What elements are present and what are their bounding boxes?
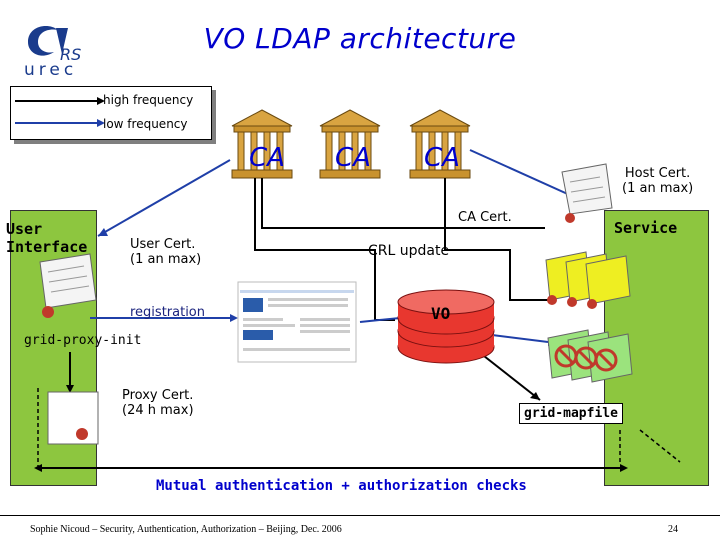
user-cert-arrow bbox=[97, 159, 231, 237]
green-cert-stack bbox=[547, 329, 633, 383]
registration-label: registration bbox=[130, 305, 206, 320]
vo-to-service-arrow bbox=[491, 334, 549, 343]
proxy-cert-icon bbox=[47, 391, 99, 445]
footer-text: Sophie Nicoud – Security, Authentication… bbox=[30, 524, 342, 535]
proxy-cert-label: Proxy Cert. (24 h max) bbox=[122, 388, 194, 419]
user-cert-line-1: User Cert. bbox=[130, 237, 196, 252]
slide-title: VO LDAP architecture bbox=[203, 22, 517, 55]
ca-to-service-line bbox=[261, 178, 545, 229]
legend-low-label: low frequency bbox=[103, 117, 188, 131]
host-cert-label: Host Cert. (1 an max) bbox=[622, 166, 694, 197]
ca-building-2 bbox=[319, 109, 381, 179]
user-cert-icon bbox=[39, 253, 97, 318]
proxy-cert-line-1: Proxy Cert. bbox=[122, 388, 194, 403]
registration-webpage bbox=[237, 281, 357, 363]
vo-label: VO bbox=[431, 304, 451, 323]
ca-label-2: CA bbox=[335, 143, 371, 173]
grid-mapfile-label: grid-mapfile bbox=[519, 403, 623, 424]
cnrs-logo: RS urec bbox=[18, 14, 88, 84]
footer-divider bbox=[0, 515, 720, 516]
yellow-cert-stack bbox=[545, 251, 631, 309]
crl-update-label: CRL update bbox=[368, 243, 450, 259]
user-cert-label: User Cert. (1 an max) bbox=[130, 237, 202, 268]
host-cert-icon bbox=[561, 163, 613, 223]
ca-cert-label: CA Cert. bbox=[458, 210, 512, 225]
logo-text: urec bbox=[24, 60, 78, 80]
ca-label-3: CA bbox=[424, 143, 460, 173]
host-cert-line-2: (1 an max) bbox=[622, 180, 694, 196]
grid-proxy-init-label: grid-proxy-init bbox=[24, 333, 142, 348]
ca-label-1: CA bbox=[249, 143, 285, 173]
legend: high frequency low frequency bbox=[10, 86, 212, 140]
user-interface-line-1: User bbox=[6, 220, 43, 238]
ca-building-3 bbox=[409, 109, 471, 179]
host-cert-line-1: Host Cert. bbox=[624, 166, 691, 181]
mutual-auth-caption: Mutual authentication + authorization ch… bbox=[156, 478, 527, 494]
proxy-cert-line-2: (24 h max) bbox=[122, 402, 194, 418]
user-cert-line-2: (1 an max) bbox=[130, 251, 202, 267]
ca-building-1 bbox=[231, 109, 293, 179]
legend-lines bbox=[15, 97, 105, 127]
user-interface-label: User Interface bbox=[6, 220, 87, 256]
service-label: Service bbox=[614, 219, 678, 237]
svg-text:RS: RS bbox=[60, 45, 81, 64]
page-number: 24 bbox=[668, 524, 678, 535]
vo-database bbox=[397, 289, 495, 364]
user-interface-line-2: Interface bbox=[6, 238, 88, 256]
ca-to-vo-line bbox=[444, 178, 550, 301]
legend-high-label: high frequency bbox=[103, 93, 194, 107]
